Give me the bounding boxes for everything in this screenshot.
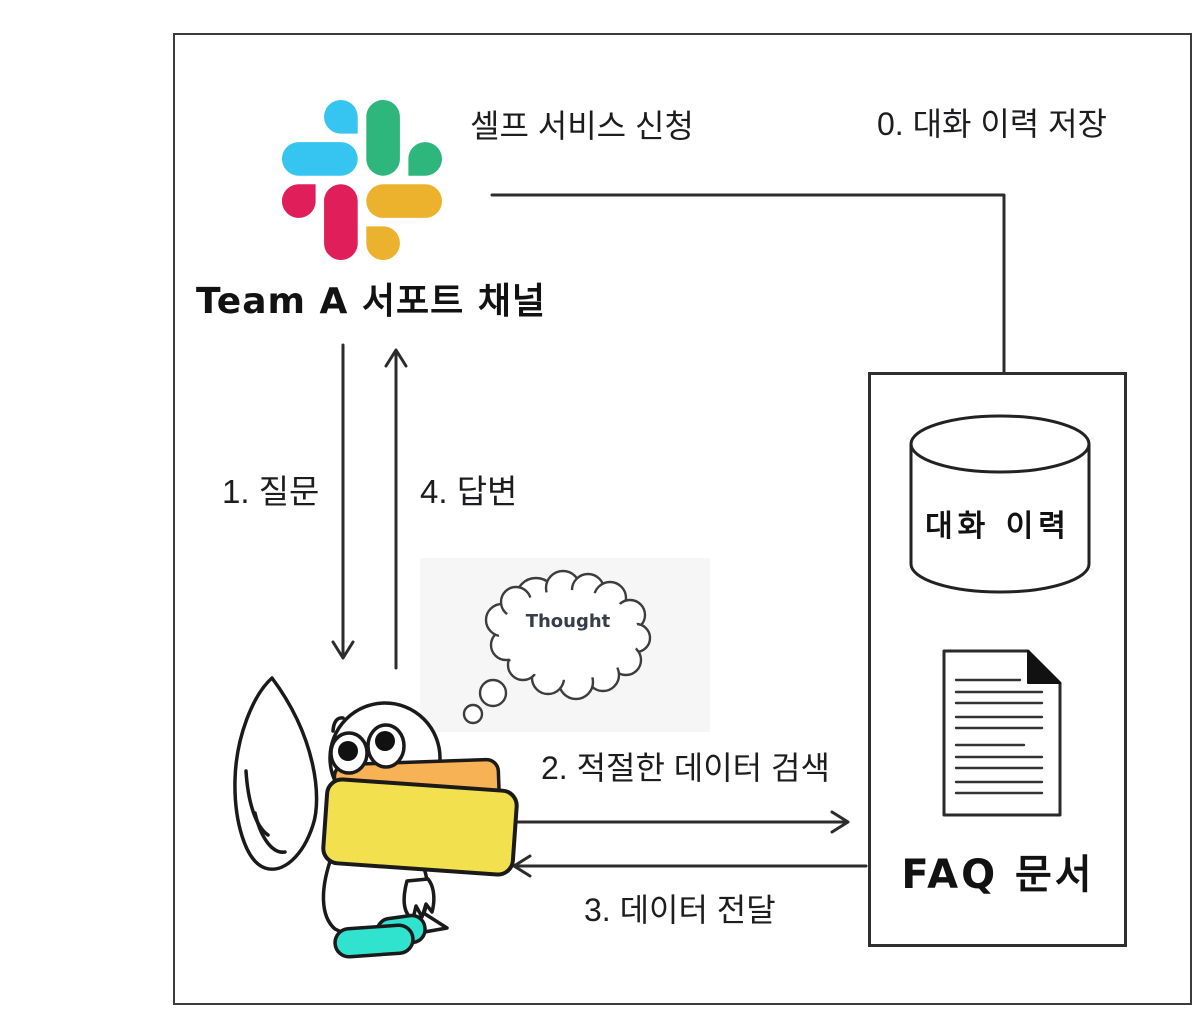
step3-deliver-label: 3. 데이터 전달 <box>584 892 776 928</box>
slack-logo-blue-shape <box>282 100 358 176</box>
faq-document-label: FAQ 문서 <box>901 852 1095 898</box>
pelican-agent-icon <box>233 676 519 959</box>
pelican-wing-detail-2 <box>244 769 270 837</box>
diagram-border <box>173 33 1192 1005</box>
pelican-eyebrow <box>331 716 345 733</box>
search-arrowhead-right-icon <box>830 810 850 834</box>
answer-arrowhead-up-icon <box>384 348 408 368</box>
pelican-foot-left <box>333 923 415 959</box>
conversation-history-label: 대화 이력 <box>925 509 1071 544</box>
slack-logo-pink-shape <box>282 184 358 260</box>
question-arrowhead-down-icon <box>331 640 355 660</box>
slack-channel-label: Team A 서포트 채널 <box>196 281 547 322</box>
deliver-arrowhead-left-icon <box>512 854 532 878</box>
document-text-lines <box>954 678 1044 795</box>
pelican-claw <box>402 877 436 921</box>
slack-logo-green-shape <box>366 100 442 176</box>
database-cylinder-icon <box>909 414 1091 594</box>
thought-bubble-icon <box>462 569 652 725</box>
pelican-pupil-left <box>338 741 358 761</box>
self-service-label: 셀프 서비스 신청 <box>470 108 694 144</box>
step2-search-label: 2. 적절한 데이터 검색 <box>541 750 830 786</box>
document-fold-corner <box>1027 650 1061 684</box>
slack-logo-yellow-shape <box>366 184 442 260</box>
thought-label: Thought <box>525 611 611 632</box>
faq-document-icon <box>942 649 1062 817</box>
step0-save-history-label: 0. 대화 이력 저장 <box>877 106 1107 142</box>
step1-question-label: 1. 질문 <box>222 473 320 510</box>
slack-logo-icon <box>282 100 442 260</box>
thought-trail-bubble-small <box>462 703 484 725</box>
step0-connector-line <box>490 193 1006 409</box>
pelican-pupil-right <box>375 731 395 751</box>
step4-answer-label: 4. 답변 <box>420 473 518 510</box>
thought-trail-bubble-large <box>478 678 508 708</box>
folder-front-panel <box>321 777 519 877</box>
